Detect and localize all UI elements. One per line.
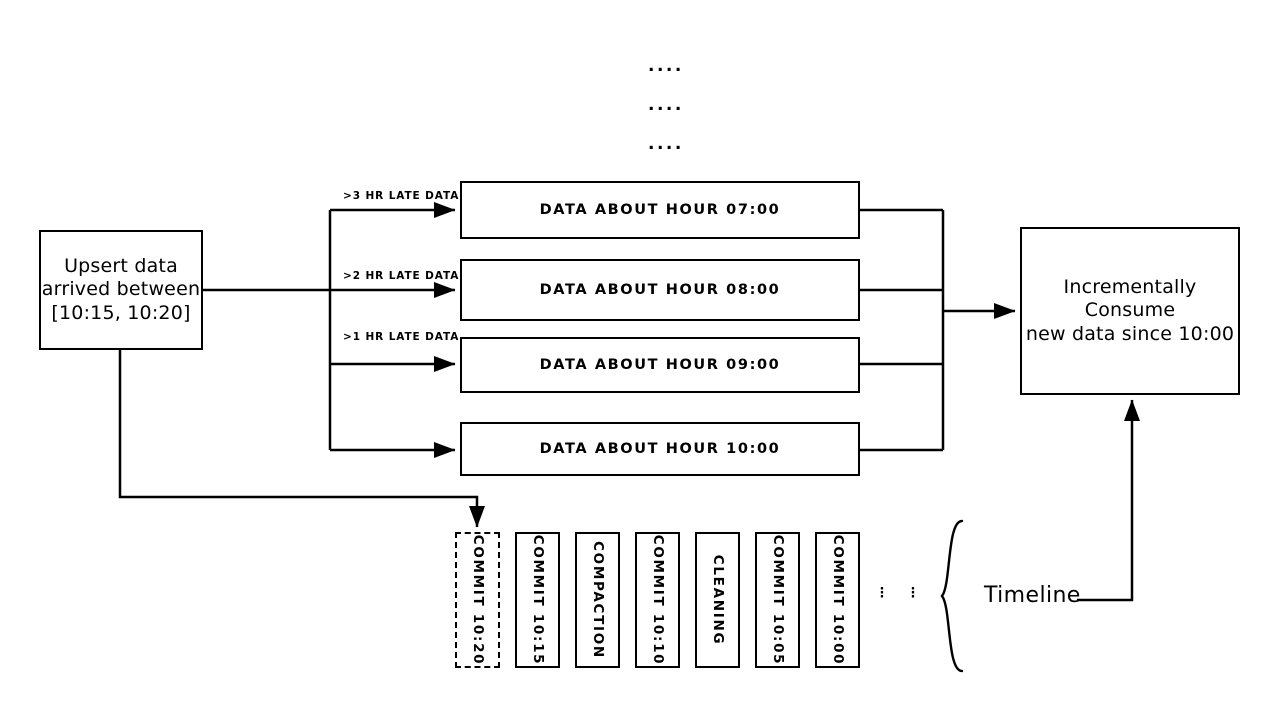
late-data-label-2hr: >2 hr late data — [343, 270, 460, 282]
partition-label-hour-08: Data about hour 08:00 — [539, 282, 781, 298]
timeline-ellipsis-2: ··· — [910, 582, 916, 605]
late-data-label-3hr: >3 hr late data — [343, 190, 460, 202]
partition-box-hour-08[interactable]: Data about hour 08:00 — [460, 259, 860, 321]
upsert-source-label: Upsert data arrived between [10:15, 10:2… — [42, 255, 200, 325]
consume-line-1: Incrementally Consume — [1063, 276, 1197, 322]
upsert-line-3: [10:15, 10:20] — [51, 301, 191, 324]
partition-box-hour-10[interactable]: Data about hour 10:00 — [460, 422, 860, 476]
timeline-commit-1010[interactable]: Commit 10:10 — [635, 532, 680, 668]
timeline-cleaning[interactable]: Cleaning — [695, 532, 740, 668]
timeline-brace-icon — [940, 519, 964, 673]
partition-label-hour-07: Data about hour 07:00 — [539, 202, 781, 218]
ellipsis-row-1: .... — [648, 56, 684, 76]
upsert-source-box[interactable]: Upsert data arrived between [10:15, 10:2… — [39, 230, 203, 350]
edge-source-to-commit — [118, 350, 486, 528]
partition-box-hour-09[interactable]: Data about hour 09:00 — [460, 337, 860, 393]
upsert-line-1: Upsert data — [64, 255, 178, 278]
partition-label-hour-09: Data about hour 09:00 — [539, 357, 781, 373]
upsert-line-2: arrived between — [41, 278, 201, 301]
timeline-label: Timeline — [984, 583, 1081, 608]
timeline-commit-1020[interactable]: Commit 10:20 — [455, 532, 500, 668]
timeline-commit-1000[interactable]: Commit 10:00 — [815, 532, 860, 668]
timeline-compaction[interactable]: Compaction — [575, 532, 620, 668]
timeline-commit-1005[interactable]: Commit 10:05 — [755, 532, 800, 668]
timeline-ellipsis-1: ··· — [879, 582, 885, 605]
ellipsis-row-2: .... — [648, 95, 684, 115]
partition-label-hour-10: Data about hour 10:00 — [539, 441, 781, 457]
consume-line-2: new data since 10:00 — [1025, 322, 1235, 345]
timeline-commit-1015[interactable]: Commit 10:15 — [515, 532, 560, 668]
incremental-consume-box[interactable]: Incrementally Consume new data since 10:… — [1020, 227, 1240, 395]
incremental-consume-label: Incrementally Consume new data since 10:… — [1022, 276, 1238, 346]
partition-box-hour-07[interactable]: Data about hour 07:00 — [460, 181, 860, 239]
late-data-label-1hr: >1 hr late data — [343, 331, 460, 343]
ellipsis-row-3: .... — [648, 134, 684, 154]
edge-timeline-to-sink — [1077, 399, 1140, 602]
